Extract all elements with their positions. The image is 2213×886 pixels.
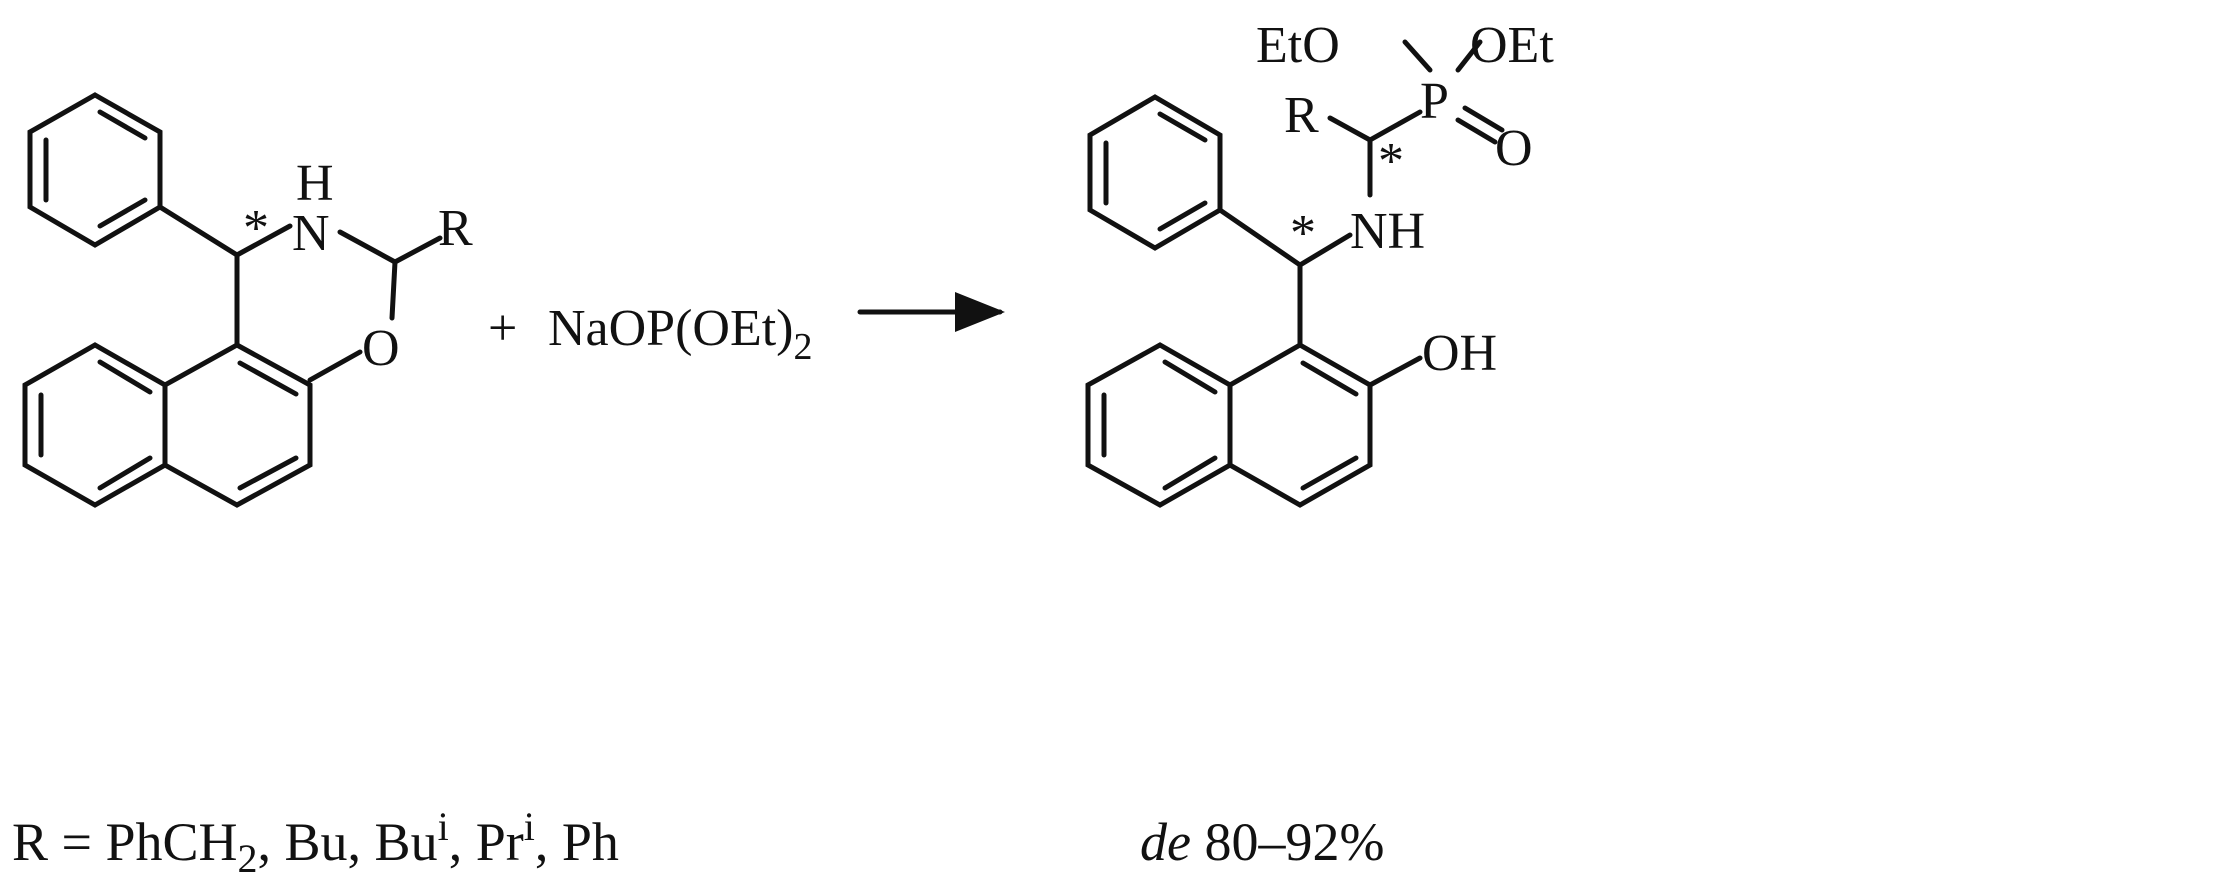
de-caption: de 80–92% — [1140, 812, 1384, 872]
label-n: N — [292, 205, 330, 262]
phenyl-ring — [1087, 94, 1223, 251]
label-o: O — [1495, 120, 1533, 177]
stereo-mark-2: * — [1290, 205, 1316, 262]
label-p: P — [1420, 73, 1449, 130]
label-r: R — [1284, 87, 1319, 144]
label-r: R — [438, 200, 473, 257]
stereo-mark: * — [243, 200, 269, 257]
label-eto: EtO — [1256, 17, 1340, 74]
naphthalene-ring — [1085, 342, 1373, 508]
label-h: H — [296, 155, 334, 212]
reactant-structure: * H N R O — [22, 92, 473, 508]
label-nh: NH — [1350, 203, 1425, 260]
naphthalene-ring — [22, 342, 313, 508]
reagent: + NaOP(OEt)2 — [488, 300, 813, 368]
reagent-formula: NaOP(OEt)2 — [548, 300, 813, 368]
plus-sign: + — [488, 300, 517, 357]
label-o: O — [362, 320, 400, 377]
label-oet: OEt — [1470, 17, 1554, 74]
r-groups-caption: R = PhCH2, Bu, Bui, Pri, Ph — [12, 804, 619, 881]
product-structure: EtO OEt P O R * NH * OH — [1085, 17, 1554, 508]
phenyl-ring — [27, 92, 163, 248]
stereo-mark-1: * — [1378, 133, 1404, 190]
label-oh: OH — [1422, 325, 1497, 382]
